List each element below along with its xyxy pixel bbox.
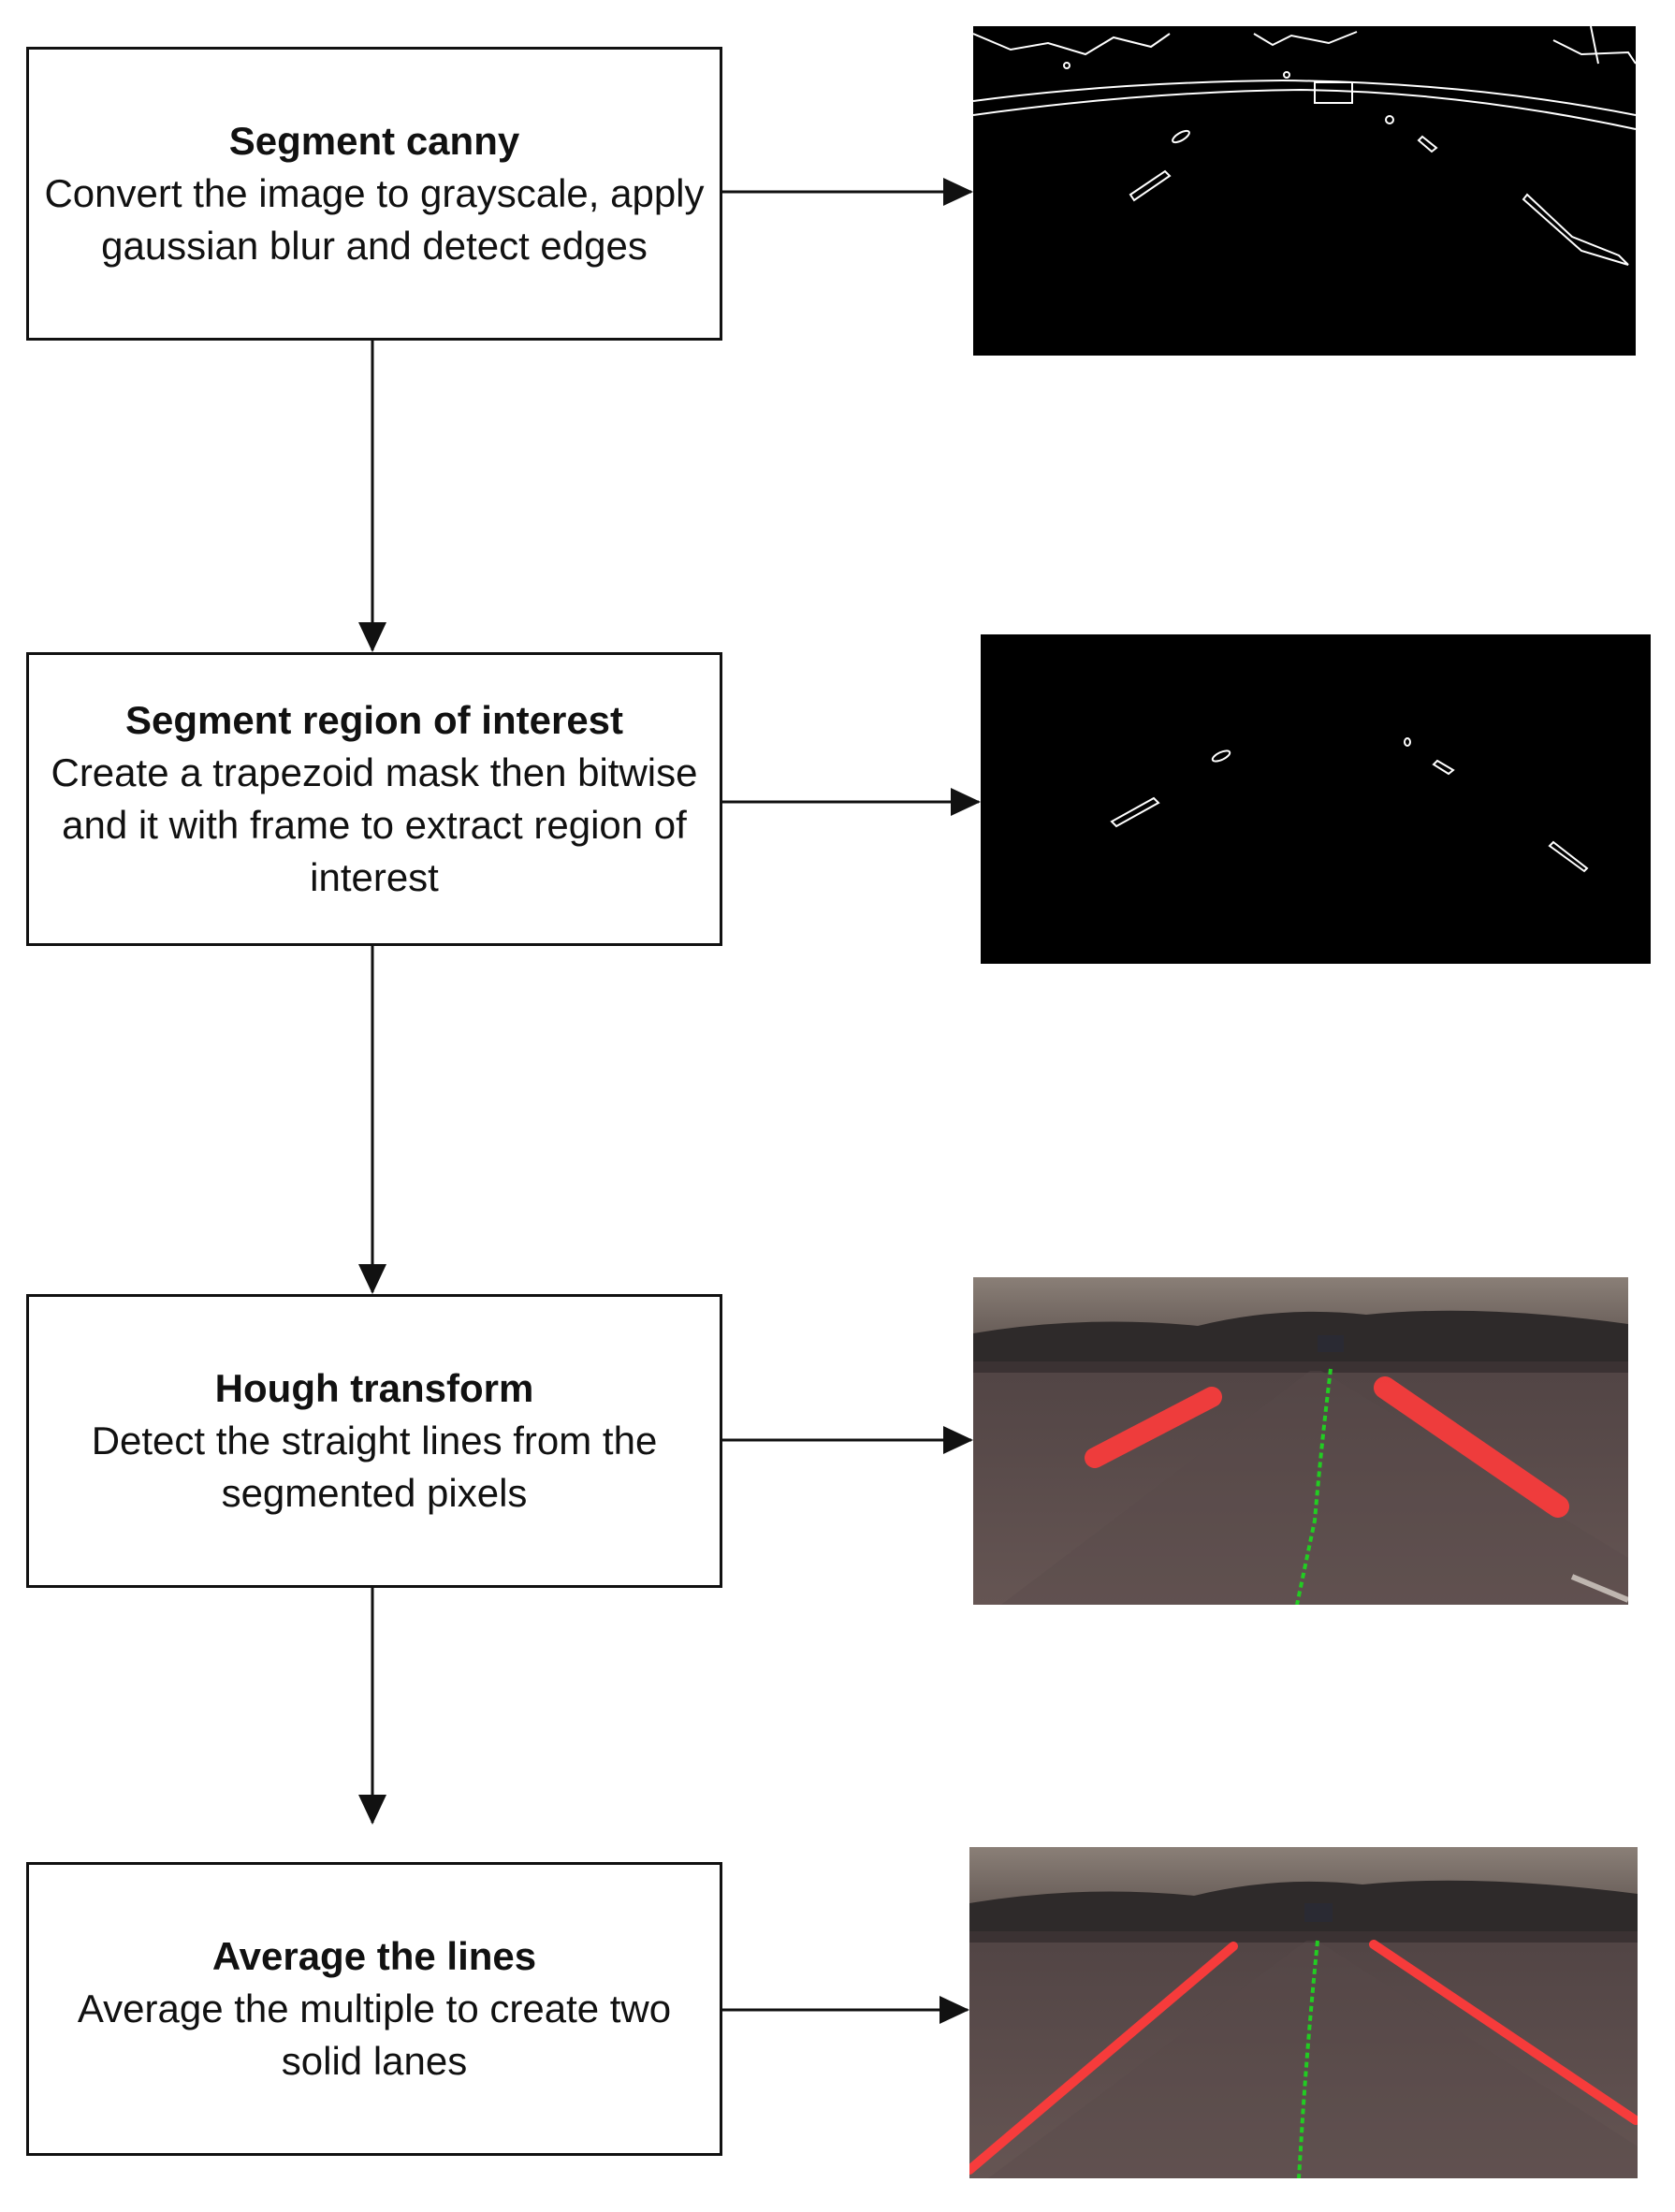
step-description: Convert the image to grayscale, apply ga… [44, 171, 705, 268]
step-description: Average the multiple to create two solid… [77, 1986, 672, 2083]
canny-edge-thumbnail [973, 26, 1636, 356]
averaged-lanes-thumbnail [969, 1847, 1638, 2178]
step-box-segment-roi: Segment region of interest Create a trap… [26, 652, 722, 946]
step-title: Hough transform [214, 1366, 534, 1410]
step-description: Detect the straight lines from the segme… [91, 1419, 658, 1515]
step-box-average-lines: Average the lines Average the multiple t… [26, 1862, 722, 2156]
step-title: Segment region of interest [124, 698, 624, 742]
step-title: Segment canny [228, 119, 520, 163]
step-title: Average the lines [211, 1934, 537, 1978]
hough-road-thumbnail [973, 1277, 1628, 1605]
roi-mask-thumbnail [981, 634, 1651, 964]
step-description: Create a trapezoid mask then bitwise and… [51, 750, 698, 899]
step-box-segment-canny: Segment canny Convert the image to grays… [26, 47, 722, 341]
step-box-hough-transform: Hough transform Detect the straight line… [26, 1294, 722, 1588]
